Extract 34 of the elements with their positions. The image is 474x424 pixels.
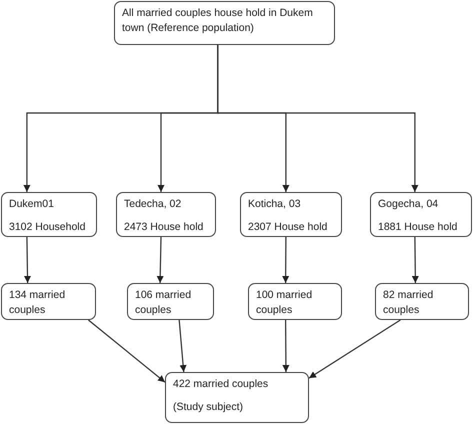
box-text: 3102 Household bbox=[9, 220, 86, 235]
arrow bbox=[156, 236, 164, 284]
box-text: Dukem01 bbox=[9, 197, 55, 212]
box-text: All married couples house hold in Dukem town (Reference population) bbox=[122, 6, 314, 36]
arrow bbox=[412, 237, 419, 283]
box-text: 100 married couples bbox=[256, 288, 314, 318]
process-box bbox=[1, 283, 96, 320]
process-box bbox=[165, 372, 309, 423]
box-text: 106 married couples bbox=[135, 288, 192, 318]
arrow bbox=[24, 237, 31, 283]
process-box bbox=[240, 192, 342, 237]
box-text: 1881 House hold bbox=[378, 220, 458, 235]
box-text: 134 married couples bbox=[9, 288, 66, 318]
box-text: Koticha, 03 bbox=[248, 197, 302, 212]
process-box bbox=[248, 283, 342, 320]
box-text: 82 married couples bbox=[383, 288, 434, 318]
process-box bbox=[114, 1, 335, 45]
process-box bbox=[116, 192, 216, 237]
box-text: 2473 House hold bbox=[124, 220, 204, 235]
arrow bbox=[178, 320, 187, 372]
arrow bbox=[217, 45, 418, 192]
arrow bbox=[88, 320, 166, 383]
box-text: 2307 House hold bbox=[248, 220, 328, 235]
box-text: (Study subject) bbox=[173, 400, 244, 415]
box-text: Tedecha, 02 bbox=[124, 197, 182, 212]
arrow bbox=[308, 320, 401, 379]
arrow bbox=[282, 320, 290, 372]
box-text: Gogecha, 04 bbox=[378, 197, 440, 212]
process-box bbox=[375, 283, 469, 320]
process-box bbox=[370, 192, 472, 237]
process-box bbox=[1, 192, 97, 237]
arrow bbox=[282, 237, 290, 283]
process-box bbox=[127, 283, 214, 320]
box-text: 422 married couples bbox=[173, 377, 270, 392]
